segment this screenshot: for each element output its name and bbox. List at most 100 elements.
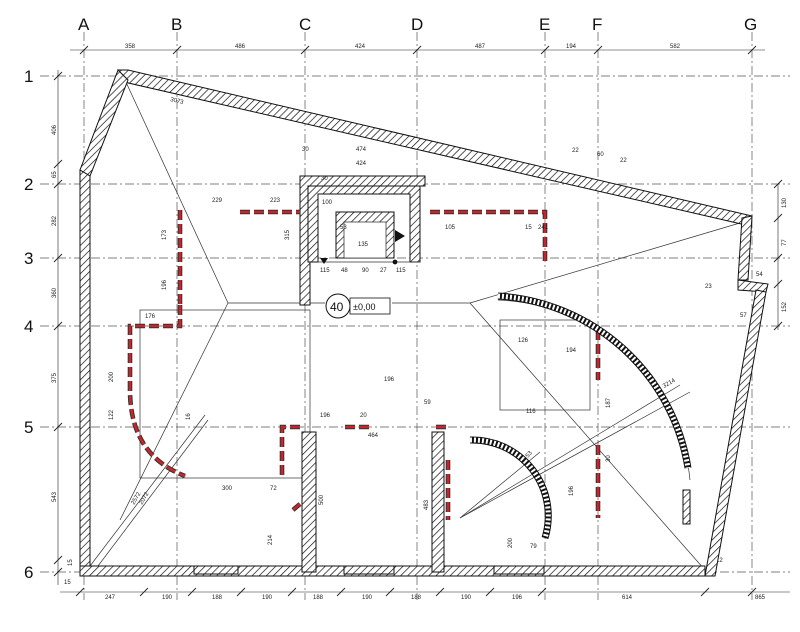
dimension-label: 474	[356, 147, 367, 153]
axis-label-G: G	[744, 15, 757, 34]
dimension-label: 865	[755, 595, 766, 601]
axis-label-4: 4	[24, 317, 33, 336]
axis-label-5: 5	[24, 418, 33, 437]
dimension-label: 54	[756, 272, 763, 278]
dimension-label: 223	[270, 198, 281, 204]
axis-label-3: 3	[24, 249, 33, 268]
dimension-label: 105	[445, 225, 456, 231]
dimension-label: 196	[512, 595, 523, 601]
dimension-label: 358	[125, 44, 136, 50]
interior-walls	[193, 431, 545, 575]
dimension-label: 187	[606, 397, 612, 408]
dimension-label: 188	[212, 595, 223, 601]
level-number: 40	[330, 300, 344, 314]
dimension-label: 65	[52, 171, 58, 178]
dimension-label: 30	[321, 176, 328, 182]
dimension-label: 130	[782, 197, 788, 208]
axis-label-6: 6	[24, 563, 33, 582]
dimension-label: 196	[569, 485, 575, 496]
dimension-label: 300	[222, 486, 233, 492]
dimension-label: 16	[186, 413, 192, 420]
dimension-label: 90	[362, 268, 369, 274]
dimension-label: 77	[782, 239, 788, 246]
dimension-label: 22	[620, 158, 627, 164]
axis-label-E: E	[539, 15, 550, 34]
dimension-label: 196	[320, 413, 331, 419]
construction-lines	[89, 79, 751, 571]
left-dimension-chain: 406 65 282 360 375 543 15 15	[52, 70, 74, 586]
level-marker: 40 ±0,00	[325, 293, 391, 319]
dimension-label: 122	[109, 409, 115, 420]
dimension-label: 406	[52, 124, 58, 135]
dimension-label: 582	[670, 44, 681, 50]
dimension-label: 190	[162, 595, 173, 601]
bottom-dimension-chain: 247 190 188 190 188 190 188 190 196 614 …	[60, 587, 790, 601]
dimension-label: 79	[530, 544, 537, 550]
axis-label-2: 2	[24, 175, 33, 194]
dimension-label: 214	[268, 534, 274, 545]
level-elevation: ±0,00	[353, 302, 375, 312]
dimension-label: 200	[508, 537, 514, 548]
dimension-label: 12	[716, 558, 723, 564]
dimension-label: 30	[606, 455, 612, 462]
dimension-label: 315	[285, 229, 291, 240]
dimension-label: 20	[360, 413, 367, 419]
dimension-label: 194	[566, 44, 577, 50]
dimension-label: 53	[340, 225, 347, 231]
dimension-label: 200	[109, 371, 115, 382]
axis-label-1: 1	[24, 67, 33, 86]
right-wall-notch	[737, 279, 769, 293]
dimension-label: 15	[525, 225, 532, 231]
dimension-label: 487	[475, 44, 486, 50]
dimension-label: 135	[358, 242, 369, 248]
axis-label-D: D	[411, 15, 423, 34]
dimension-label: 190	[362, 595, 373, 601]
axis-labels: A B C D E F G 1 2 3 4 5 6	[24, 15, 757, 582]
dimension-label: 483	[424, 499, 430, 510]
dimension-label: 72	[270, 486, 277, 492]
dimension-label: 464	[368, 433, 379, 439]
dimension-label: 126	[518, 338, 529, 344]
dimension-label: 196	[162, 279, 168, 290]
right-wall-upper	[737, 215, 753, 281]
curved-walls	[469, 292, 692, 540]
dimension-label: 53	[525, 450, 534, 459]
dimension-label: 247	[105, 595, 116, 601]
dimension-label: 22	[572, 148, 579, 154]
left-wall-upper	[79, 69, 129, 177]
left-wall	[79, 169, 91, 567]
dimension-label: 190	[461, 595, 472, 601]
dimension-label: 116	[526, 409, 536, 415]
dimension-label: 486	[235, 44, 246, 50]
dimension-label: 282	[52, 215, 58, 226]
stair-core	[299, 175, 426, 306]
dimension-label: 3073	[170, 97, 185, 106]
dimension-label: 196	[384, 377, 395, 383]
axis-label-B: B	[171, 15, 182, 34]
dimension-label: 173	[162, 229, 168, 240]
dimension-label: 424	[356, 161, 367, 167]
new-walls-dashed	[127, 209, 601, 520]
dimension-label: 60	[597, 152, 604, 158]
dimension-label: 375	[52, 372, 58, 383]
dimension-label: 188	[411, 595, 422, 601]
dimension-label: 241	[538, 225, 549, 231]
dimension-label: 115	[320, 268, 330, 274]
dimension-label: 360	[52, 287, 58, 298]
dimension-label: 27	[380, 268, 387, 274]
dimension-label: 100	[322, 200, 333, 206]
dimension-label: 500	[319, 494, 325, 505]
dimension-label: 188	[313, 595, 324, 601]
axis-label-F: F	[592, 15, 602, 34]
axis-label-C: C	[299, 15, 311, 34]
dimension-label: 176	[145, 314, 156, 320]
dimension-label: 48	[341, 268, 348, 274]
dimension-annotations: 474 424 30 30 100 53 135 115 48 90 27 11…	[109, 97, 747, 550]
dimension-label: 614	[622, 595, 633, 601]
dimension-label: 59	[424, 400, 431, 406]
dimension-label: 30	[302, 147, 309, 153]
dimension-label: 23	[705, 284, 712, 290]
dimension-label: 15	[64, 580, 71, 586]
right-wall-lower	[704, 289, 767, 577]
